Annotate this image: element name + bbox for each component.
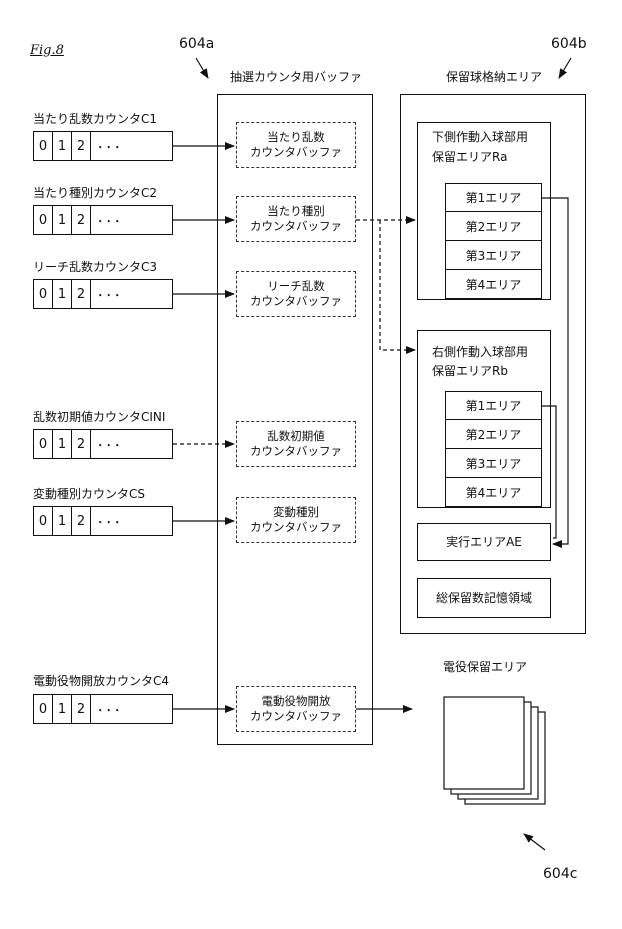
ref-leader-604b	[559, 58, 571, 78]
ref-leader-604c	[524, 834, 545, 850]
arrow-rb-to-exec	[542, 406, 556, 538]
denyaku-sheet	[444, 697, 524, 789]
ref-leader-604a	[196, 58, 208, 78]
arrow-buffer-to-rb	[380, 220, 415, 350]
arrow-ra-to-exec	[542, 198, 568, 544]
denyaku-sheet-stack	[444, 697, 545, 804]
